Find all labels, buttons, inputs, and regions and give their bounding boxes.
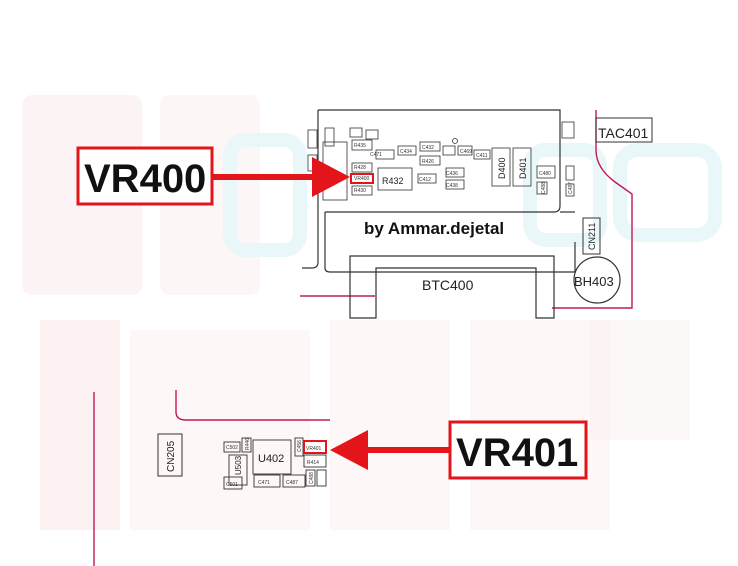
callout-vr400: VR400 — [76, 146, 350, 206]
bottom-c502: C502 — [226, 445, 238, 451]
cn211-component — [582, 217, 601, 255]
top-component-cluster — [307, 121, 575, 201]
tiny-r430: R430 — [354, 188, 366, 194]
tiny-r426: R426 — [422, 159, 434, 165]
callout-vr401: VR401 — [330, 420, 588, 480]
btc400-outline — [349, 255, 555, 319]
u402-component — [252, 439, 292, 475]
callout-vr401-arrow-head — [330, 430, 368, 470]
tiny-c480: C480 — [539, 171, 551, 177]
tiny-c471: C471 — [370, 152, 382, 158]
bh403-label: BH403 — [574, 274, 614, 289]
tiny-vr400-pad: VR400 — [354, 176, 370, 182]
tiny-r435: R435 — [354, 143, 366, 149]
frame-inner — [324, 212, 575, 273]
cn205-component — [157, 433, 183, 477]
author-credit: by Ammar.dejetal — [364, 219, 504, 238]
r432-component — [377, 167, 413, 191]
board-edge-right — [552, 110, 633, 309]
d400-label: D400 — [497, 157, 507, 179]
bottom-c487: C487 — [286, 480, 298, 486]
bottom-vr401-pad: VR401 — [306, 446, 322, 452]
tiny-c412: C412 — [419, 177, 431, 183]
r432-label: R432 — [382, 176, 404, 186]
callout-vr400-label: VR400 — [84, 157, 206, 201]
d401-component — [512, 147, 532, 187]
tiny-c436: C436 — [446, 171, 458, 177]
tiny-c469: C469 — [460, 149, 472, 155]
u503-label: U503 — [234, 455, 243, 475]
u402-label: U402 — [258, 453, 284, 465]
bottom-component-cluster — [223, 437, 327, 490]
bottom-r446: R446 — [245, 438, 251, 450]
d400-component — [491, 147, 511, 187]
bottom-c471: C471 — [258, 480, 270, 486]
bottom-r414: R414 — [307, 460, 319, 466]
tiny-r428: R428 — [354, 165, 366, 171]
tiny-c434: C434 — [400, 149, 412, 155]
tiny-c487: C487 — [568, 182, 574, 194]
frame-left — [302, 110, 319, 269]
bottom-board: CN205 U402 U503 C471 C487 R414 C502 C501… — [93, 390, 330, 566]
bh403-circle — [573, 256, 621, 304]
tac401-outline — [595, 117, 653, 143]
bottom-c488: C488 — [309, 472, 315, 484]
callout-vr401-box — [448, 420, 588, 480]
callout-vr401-label: VR401 — [456, 431, 578, 475]
bottom-c456: C456 — [297, 440, 303, 452]
callout-vr400-arrow-head — [312, 157, 350, 197]
d401-label: D401 — [518, 157, 528, 179]
top-board: BTC400 BH403 CN211 TAC401 — [300, 109, 653, 319]
tiny-c432: C432 — [422, 145, 434, 151]
bottom-c501: C501 — [226, 482, 238, 488]
tiny-c488: C488 — [541, 182, 547, 194]
btc400-label: BTC400 — [422, 277, 474, 293]
bottom-board-top-edge — [175, 390, 330, 421]
frame-top — [318, 109, 561, 213]
cn205-label: CN205 — [166, 440, 177, 472]
cn211-label: CN211 — [587, 223, 597, 250]
tac401-label: TAC401 — [598, 125, 649, 141]
vr401-highlight — [303, 440, 327, 454]
vr400-highlight — [350, 173, 374, 184]
tiny-c438: C438 — [446, 183, 458, 189]
tiny-c411: C411 — [476, 153, 488, 159]
